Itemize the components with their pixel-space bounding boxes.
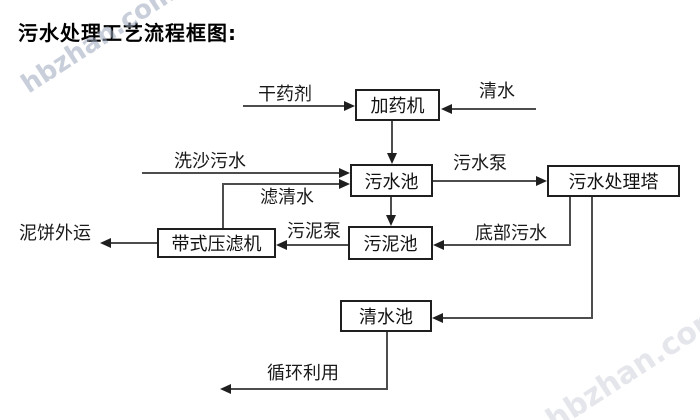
node-sludge-pool: 污泥池 [348,226,433,260]
arrowhead-right-icon [536,176,547,186]
connector-line [390,197,392,215]
node-sewage-pool: 污水池 [350,164,433,197]
node-belt-filter-press: 带式压滤机 [157,228,276,258]
connector-line [287,244,348,246]
connector-line [591,197,593,318]
connector-line [222,185,224,228]
connector-line [243,105,344,107]
arrowhead-left-icon [441,104,452,114]
connector-line [391,121,393,153]
flow-label-mud-cake-outbound: 泥饼外运 [19,223,91,244]
arrowhead-right-icon [339,168,350,178]
connector-line [452,108,536,110]
node-clean-water-pool: 清水池 [340,300,432,332]
flow-label-bottom-sewage: 底部污水 [475,223,547,244]
diagram-title: 污水处理工艺流程框图: [18,21,237,45]
flow-label-sand-washing-sewage: 洗沙污水 [174,151,246,172]
connector-line [142,172,339,174]
connector-line [443,317,593,319]
arrowhead-down-icon [386,215,396,226]
arrowhead-left-icon [432,313,443,323]
arrowhead-right-icon [344,101,355,111]
watermark-text: hbzhan.com [16,0,181,100]
arrowhead-right-icon [339,179,350,189]
flow-label-dry-chemical: 干药剂 [258,84,312,105]
connector-line [222,183,339,185]
arrowhead-left-icon [100,238,111,248]
arrowhead-left-icon [220,384,231,394]
node-sewage-treatment-tower: 污水处理塔 [547,165,680,197]
flow-label-recycling: 循环利用 [267,363,339,384]
flow-label-filtered-water: 滤清水 [260,187,314,208]
connector-line [386,332,388,389]
arrowhead-left-icon [433,240,444,250]
flow-label-sludge-pump: 污泥泵 [287,221,341,242]
arrowhead-down-icon [387,153,397,164]
flow-label-clean-water: 清水 [479,81,515,102]
connector-line [111,242,157,244]
watermark-text: hbzhan.com [539,297,700,420]
connector-line [433,180,536,182]
connector-line [569,197,571,246]
connector-line [444,244,571,246]
connector-line [231,388,388,390]
arrowhead-left-icon [276,240,287,250]
node-dosing-machine: 加药机 [355,89,440,121]
flow-label-sewage-pump: 污水泵 [453,153,507,174]
